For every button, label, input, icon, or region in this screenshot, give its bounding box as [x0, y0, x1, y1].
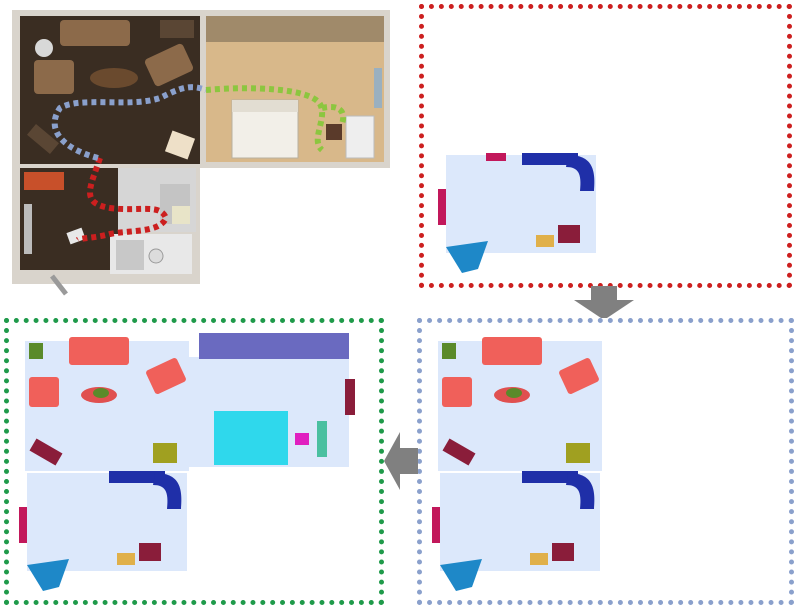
- semantic-map-stage-1: [438, 153, 596, 273]
- map-sofa: [482, 337, 542, 365]
- entrance-door: [50, 274, 68, 296]
- map-side-table: [153, 443, 177, 463]
- map-counter-curve: [153, 473, 182, 509]
- map-sofa: [69, 337, 129, 365]
- map-armchair-right: [559, 358, 599, 394]
- map-armchair-left: [442, 377, 472, 407]
- bedroom-top-wall: [206, 16, 384, 42]
- map-plant: [506, 388, 522, 398]
- map-counter-curve: [566, 473, 595, 509]
- map-chair: [558, 225, 580, 243]
- map-counter-curve: [566, 155, 595, 191]
- floor-plan: [10, 8, 393, 298]
- map-frame-stage-3: [4, 318, 384, 605]
- map-bed: [214, 411, 288, 465]
- armchair-left: [34, 60, 74, 94]
- arrow-down: [574, 286, 634, 322]
- map-counter-top: [109, 471, 165, 483]
- desk-chair: [326, 124, 342, 140]
- floor-plan-illustration: [12, 10, 390, 296]
- map-tv-stand: [442, 438, 476, 466]
- map-counter-top: [522, 471, 578, 483]
- arrow-left-icon: [384, 432, 418, 490]
- desk: [345, 115, 375, 159]
- sofa-top: [60, 20, 130, 46]
- map-frame-stage-1: [419, 4, 792, 288]
- bedroom-window: [374, 68, 382, 108]
- map-counter-top: [522, 153, 578, 165]
- map-plant-corner: [442, 343, 456, 359]
- map-chair: [552, 543, 574, 561]
- map-tv-stand: [29, 438, 63, 466]
- map-frame-stage-2: [417, 318, 794, 605]
- map-stairs: [446, 241, 488, 273]
- coffee-table: [90, 68, 138, 88]
- arrow-down-icon: [574, 286, 634, 320]
- bathroom-tub: [116, 240, 144, 270]
- map-stairs: [440, 559, 482, 591]
- bed-pillows: [232, 100, 298, 112]
- kitchen-map-group: [432, 471, 600, 591]
- map-side-table: [566, 443, 590, 463]
- map-stairs: [27, 559, 69, 591]
- map-table: [530, 553, 548, 565]
- side-table: [164, 130, 196, 160]
- kitchen-map-group: [438, 153, 596, 273]
- map-floor: [27, 473, 187, 571]
- kitchen-sink: [172, 206, 190, 224]
- kitchen-cabinet: [24, 172, 64, 190]
- tv-stand: [27, 123, 59, 155]
- map-cabinet: [438, 189, 446, 225]
- kitchen-stool: [66, 227, 86, 245]
- map-cabinet: [19, 507, 27, 543]
- map-dresser: [199, 333, 349, 359]
- path-blue: [51, 84, 208, 161]
- map-armchair-right: [146, 358, 186, 394]
- path-green-end: [321, 104, 347, 125]
- map-shelf: [486, 153, 506, 161]
- living-shelf: [160, 20, 194, 38]
- map-bedroom-cabinet: [345, 379, 355, 415]
- semantic-map-stage-3: [19, 333, 355, 591]
- map-floor: [440, 473, 600, 571]
- map-desk-chair: [295, 433, 309, 445]
- kitchen-side-counter: [24, 204, 32, 254]
- round-table: [35, 39, 53, 57]
- toilet: [148, 248, 164, 264]
- path-red: [75, 157, 170, 243]
- kitchen-map-group: [19, 471, 187, 591]
- map-table: [117, 553, 135, 565]
- map-cabinet: [432, 507, 440, 543]
- map-plant-corner: [29, 343, 43, 359]
- path-green: [205, 85, 325, 153]
- map-desk: [317, 421, 327, 457]
- map-chair: [139, 543, 161, 561]
- map-armchair-left: [29, 377, 59, 407]
- map-plant: [93, 388, 109, 398]
- armchair-right: [144, 43, 194, 87]
- arrow-left: [384, 432, 418, 490]
- semantic-map-stage-2: [432, 337, 602, 591]
- map-table: [536, 235, 554, 247]
